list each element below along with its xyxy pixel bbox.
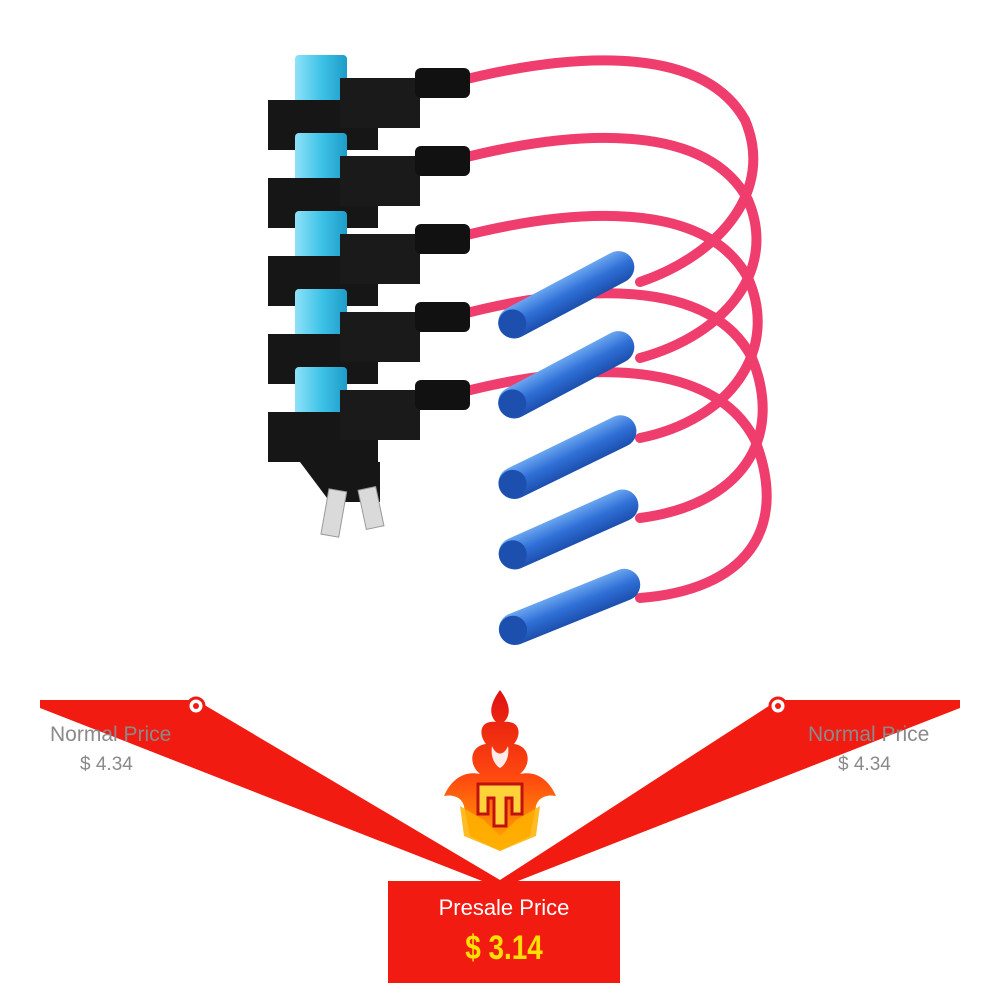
fuse-tap-product-image (268, 55, 772, 646)
line-node-icon (775, 703, 781, 709)
right-normal-price-label: Normal Price (808, 723, 930, 746)
left-v-line (40, 700, 500, 888)
connector-group (498, 251, 641, 646)
fuse-tap-housings (268, 55, 470, 538)
presale-price-value: $ 3.14 (465, 929, 543, 967)
right-normal-price-value: $ 4.34 (838, 754, 891, 775)
presale-price-box: Presale Price $ 3.14 (388, 881, 620, 983)
line-node-icon (193, 703, 199, 709)
presale-price-label: Presale Price (438, 895, 570, 920)
right-v-line (500, 700, 960, 888)
flame-logo-icon (444, 690, 556, 851)
left-normal-price-value: $ 4.34 (80, 754, 133, 775)
left-normal-price-label: Normal Price (50, 723, 172, 746)
